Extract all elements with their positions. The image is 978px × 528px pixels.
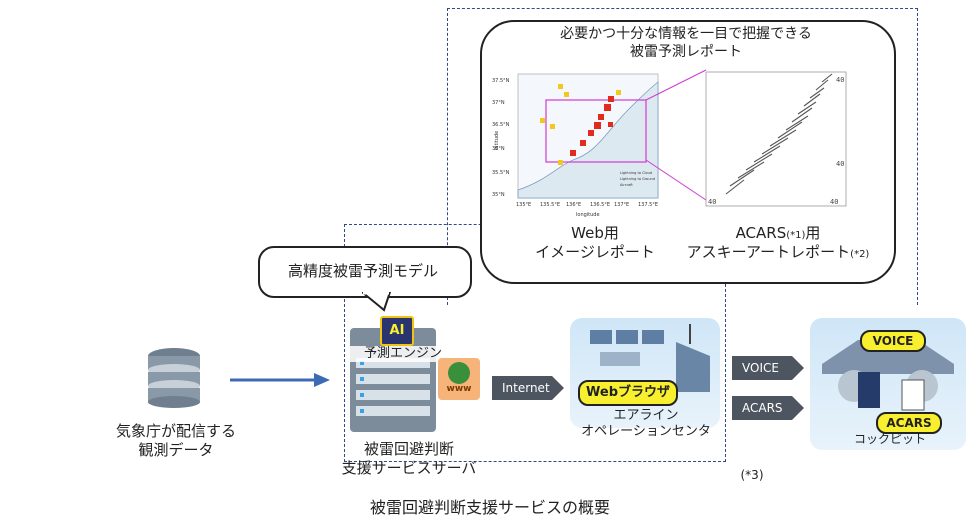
web-report-line1: Web用 xyxy=(571,224,619,242)
internet-arrow: Internet xyxy=(492,376,564,400)
data-source-label: 気象庁が配信する 観測データ xyxy=(96,422,256,460)
acars-report-label: ACARS(*1)用 アスキーアートレポート(*2) xyxy=(678,224,878,262)
model-bubble-text: 高精度被雷予測モデル xyxy=(287,262,438,280)
map-legend-2: Aircraft xyxy=(620,183,633,187)
map-ytick-3: 36°N xyxy=(492,146,505,152)
server-label: 被雷回避判断 支援サービスサーバ xyxy=(324,440,494,478)
acars-arrow: ACARS xyxy=(732,396,804,420)
voice-arrow: VOICE xyxy=(732,356,804,380)
www-label: www xyxy=(446,384,472,394)
ascii-corner-mid-right: 40 xyxy=(836,160,844,168)
engine-label: 予測エンジン xyxy=(350,346,456,363)
internet-label: Internet xyxy=(502,381,550,395)
airline-line2: オペレーションセンタ xyxy=(581,424,711,440)
map-ytick-4: 35.5°N xyxy=(492,170,510,176)
report-bubble-title: 必要かつ十分な情報を一目で把握できる 被雷予測レポート xyxy=(480,26,892,61)
map-xtick-4: 137°E xyxy=(614,202,629,208)
map-ytick-1: 37°N xyxy=(492,100,505,106)
map-ytick-0: 37.5°N xyxy=(492,78,510,84)
cockpit-voice-tag: VOICE xyxy=(860,330,926,352)
ascii-corner-bottom-left: 40 xyxy=(708,198,716,206)
note-3: (*3) xyxy=(740,468,764,482)
acars-report-line2: アスキーアートレポート(*2) xyxy=(686,242,870,261)
map-xlabel: longitude xyxy=(576,212,600,218)
map-xtick-0: 135°E xyxy=(516,202,531,208)
ascii-corner-top: 40 xyxy=(836,76,844,84)
ai-chip: AI xyxy=(380,316,414,346)
web-report-line2: イメージレポート xyxy=(535,242,655,261)
zoom-connector xyxy=(645,69,707,201)
lightning-map-image: 37.5°N 37°N 36.5°N 36°N 35.5°N 35°N 135°… xyxy=(492,73,659,218)
cockpit-label: コックピット xyxy=(853,432,926,446)
web-browser-label: Webブラウザ xyxy=(586,385,670,400)
server-line2: 支援サービスサーバ xyxy=(341,458,477,477)
ai-chip-label: AI xyxy=(389,323,405,338)
cockpit-voice-label: VOICE xyxy=(872,334,914,348)
acars-report-line1: ACARS(*1)用 xyxy=(735,224,821,242)
web-report-label: Web用 イメージレポート xyxy=(520,224,670,262)
map-xtick-3: 136.5°E xyxy=(590,202,610,208)
data-source-line2: 観測データ xyxy=(138,440,214,459)
operation-room-icon xyxy=(590,324,710,392)
airline-line1: エアライン xyxy=(613,408,679,423)
data-source-line1: 気象庁が配信する xyxy=(115,422,236,440)
cockpit-acars-label: ACARS xyxy=(886,416,932,430)
map-legend-0: Lightning to Cloud xyxy=(620,171,652,175)
map-ytick-5: 35°N xyxy=(492,192,505,198)
server-line1: 被雷回避判断 xyxy=(363,440,454,458)
airline-label: エアライン オペレーションセンタ xyxy=(566,408,726,441)
data-arrow xyxy=(230,373,330,387)
service-boundary-top xyxy=(447,8,918,305)
map-legend-1: Lightning to Ground xyxy=(620,177,655,181)
model-bubble xyxy=(258,246,472,298)
map-xtick-2: 136°E xyxy=(566,202,581,208)
database-icon xyxy=(148,348,200,408)
map-xtick-1: 135.5°E xyxy=(540,202,560,208)
www-globe-icon: www xyxy=(438,358,480,400)
ascii-art-report-image: 40 40 40 40 xyxy=(705,71,847,207)
map-ylabel: latitude xyxy=(494,131,500,150)
acars-arrow-label: ACARS xyxy=(742,401,783,415)
cockpit-acars-tag: ACARS xyxy=(876,412,942,434)
figure-caption: 被雷回避判断支援サービスの概要 xyxy=(369,498,610,517)
map-xtick-5: 137.5°E xyxy=(638,202,658,208)
model-bubble-tail xyxy=(362,292,392,312)
voice-arrow-label: VOICE xyxy=(742,361,779,375)
map-ytick-2: 36.5°N xyxy=(492,122,510,128)
web-browser-tag: Webブラウザ xyxy=(578,380,678,406)
report-bubble-line2: 被雷予測レポート xyxy=(630,43,742,60)
ascii-corner-bottom-right: 40 xyxy=(830,198,838,206)
report-bubble-line1: 必要かつ十分な情報を一目で把握できる xyxy=(560,26,812,42)
